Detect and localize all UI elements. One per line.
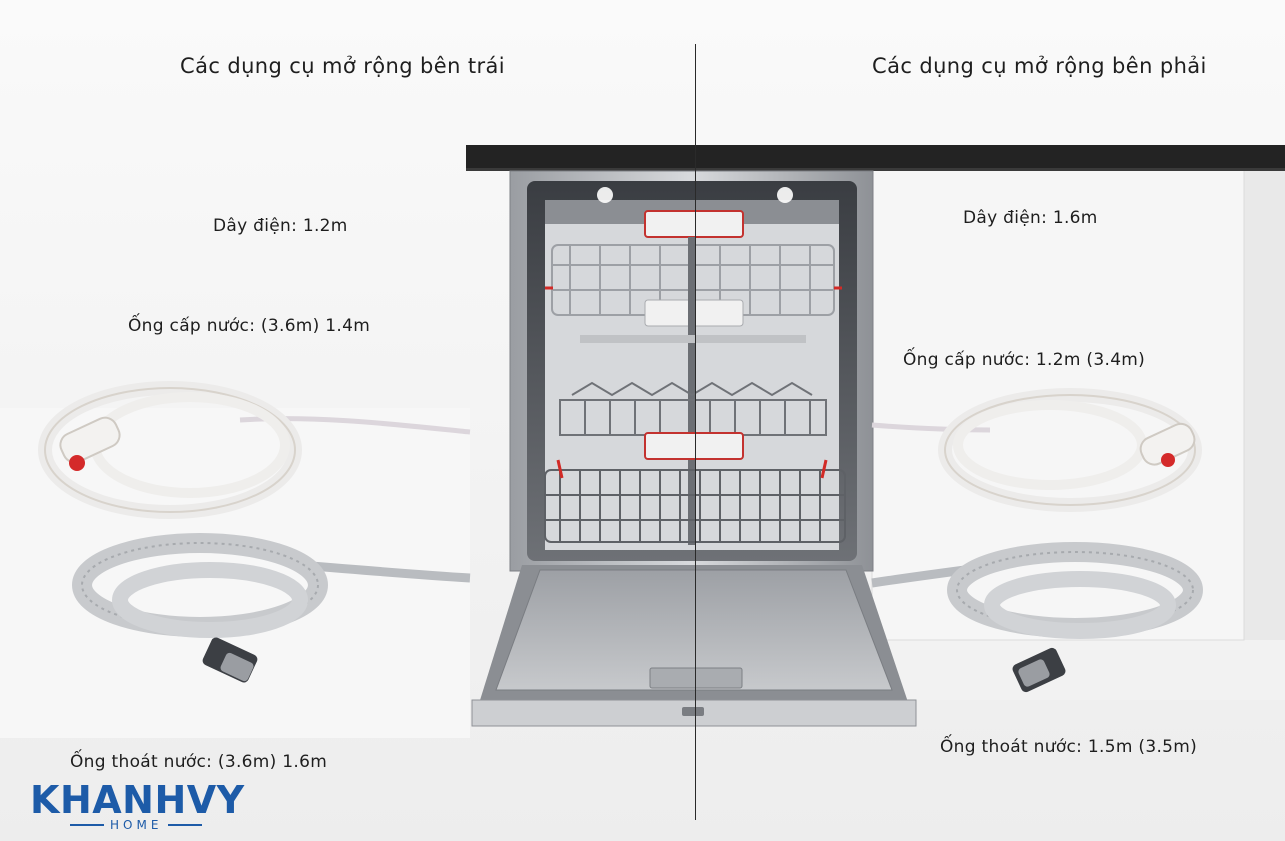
logo-line-left [70, 824, 104, 826]
right-header: Các dụng cụ mở rộng bên phải [872, 54, 1207, 78]
logo-sub-text: HOME [110, 818, 163, 832]
drain-hose-icon [72, 533, 328, 683]
left-header: Các dụng cụ mở rộng bên trái [180, 54, 506, 78]
logo-line-right [168, 824, 203, 826]
khanhvy-logo: KHANHVY HOME [30, 780, 280, 832]
right-water-inlet-label: Ống cấp nước: 1.2m (3.4m) [903, 350, 1146, 370]
water-inlet-hose-icon [938, 388, 1202, 512]
right-drain-hose-label: Ống thoát nước: 1.5m (3.5m) [940, 737, 1198, 757]
left-water-inlet-label: Ống cấp nước: (3.6m) 1.4m [128, 316, 371, 336]
water-inlet-hose-icon [38, 381, 302, 519]
left-power-cord-label: Dây điện: 1.2m [213, 216, 348, 236]
logo-sub: HOME [30, 818, 280, 832]
left-drain-hose-label: Ống thoát nước: (3.6m) 1.6m [70, 752, 328, 772]
logo-name: KHANHVY [30, 778, 245, 822]
center-divider [695, 44, 696, 820]
drain-hose-icon [947, 542, 1203, 693]
right-power-cord-label: Dây điện: 1.6m [963, 208, 1098, 228]
dishwasher-illustration [471, 170, 917, 727]
